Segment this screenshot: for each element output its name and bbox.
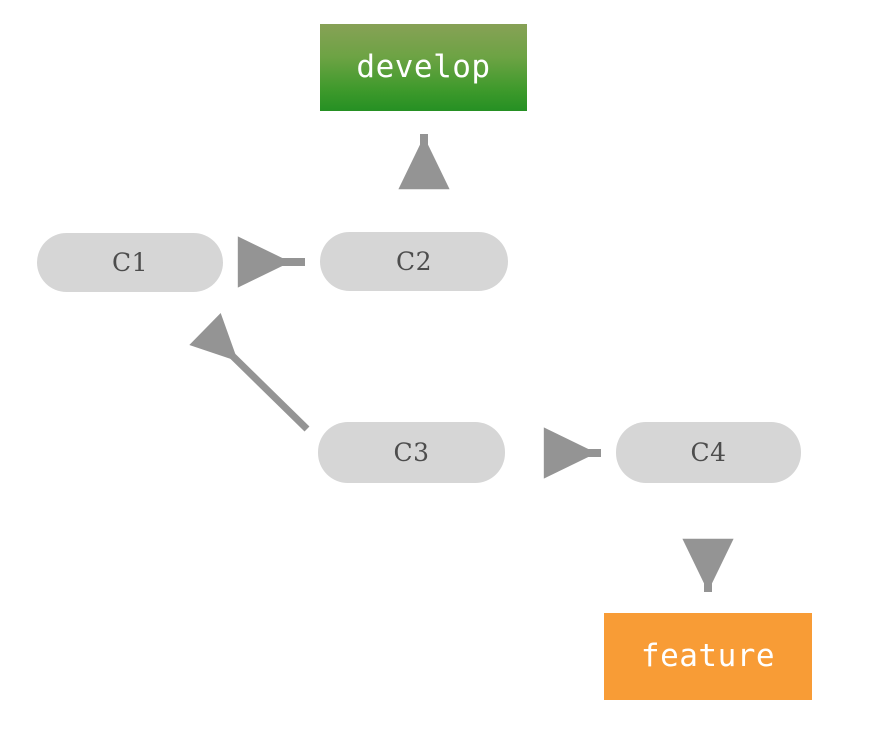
commit-label-c1: C1 — [111, 248, 149, 277]
commit-node-c2[interactable]: C2 — [320, 232, 508, 291]
commit-node-c3[interactable]: C3 — [318, 422, 505, 483]
commit-label-c3: C3 — [393, 438, 430, 467]
commit-node-c4[interactable]: C4 — [616, 422, 801, 483]
branch-label-feature[interactable]: feature — [604, 613, 812, 700]
commit-label-c4: C4 — [690, 438, 727, 467]
branch-develop-text: develop — [356, 49, 491, 85]
branch-label-develop[interactable]: develop — [320, 24, 527, 111]
edge-c3-to-c1 — [189, 313, 310, 432]
commit-label-c2: C2 — [395, 247, 433, 276]
branch-feature-text: feature — [640, 638, 776, 674]
commit-node-c1[interactable]: C1 — [37, 233, 223, 292]
